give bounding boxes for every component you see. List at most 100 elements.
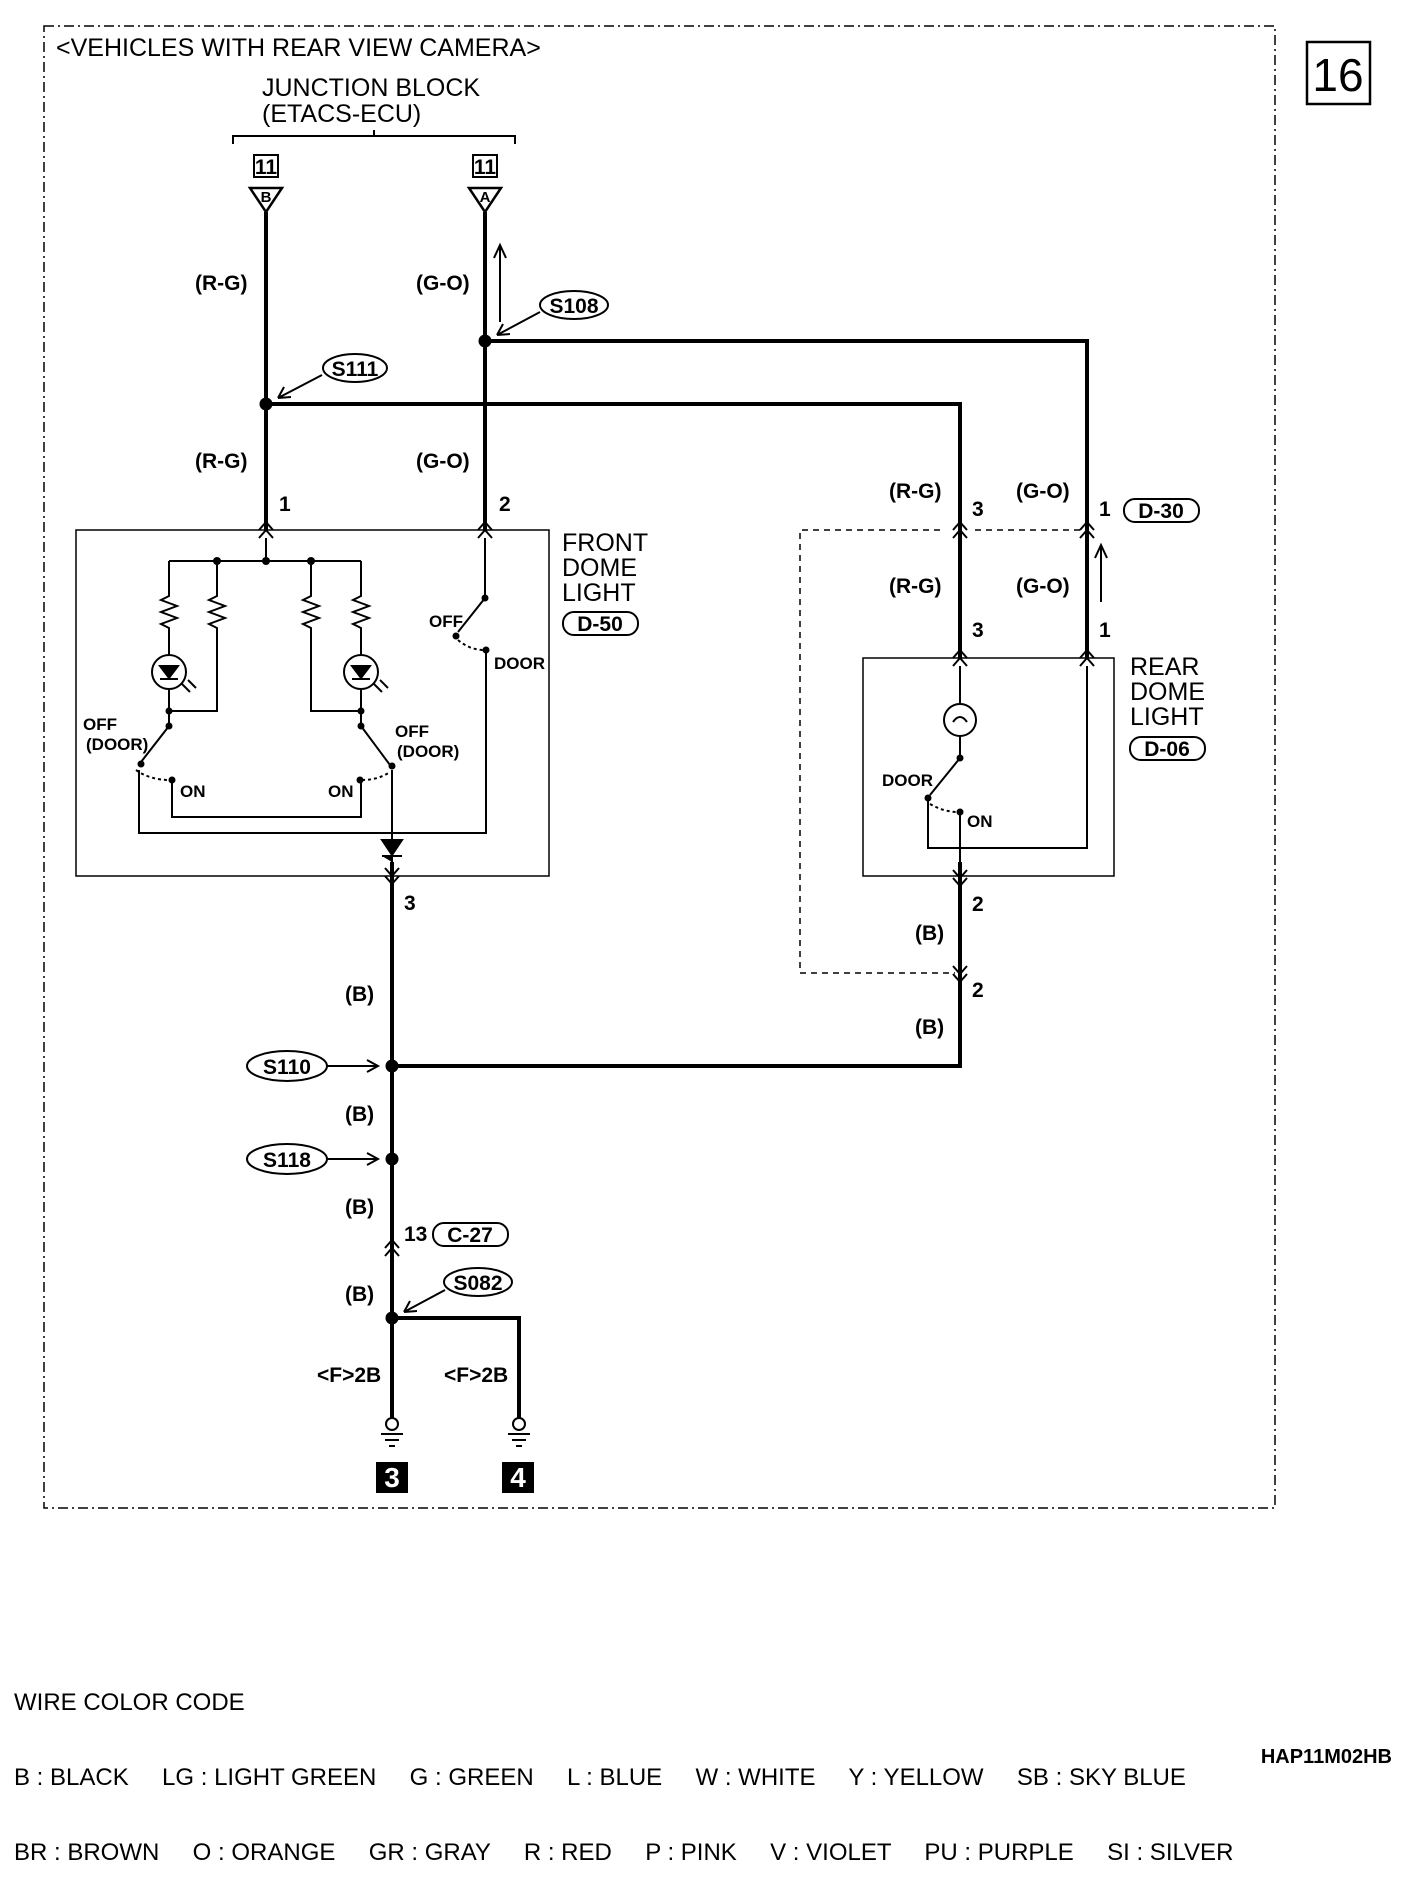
- splice-s111: S111: [259, 353, 388, 411]
- wire-label-b: (B): [345, 983, 374, 1006]
- rear-dome-circuit: [924, 666, 1088, 862]
- front-dome-light-box: [75, 529, 550, 877]
- junction-block-bracket: [232, 130, 516, 144]
- wire-label-go: (G-O): [1016, 575, 1070, 598]
- svg-text:4: 4: [510, 1462, 526, 1493]
- connector-pin-icon: [384, 867, 400, 886]
- svg-text:C-27: C-27: [447, 1224, 493, 1247]
- current-arrow-icon: [1094, 542, 1108, 602]
- front-switch-door: DOOR: [494, 654, 545, 673]
- wire-label-rg: (R-G): [195, 450, 247, 473]
- wire-label-b: (B): [345, 1196, 374, 1219]
- front-dome-title: FRONT: [562, 529, 648, 557]
- svg-text:11: 11: [255, 156, 278, 179]
- front-dome-title: LIGHT: [562, 579, 636, 607]
- splice-s110: S110: [246, 1050, 399, 1082]
- front-left-switch-on: ON: [180, 782, 206, 801]
- ground-icon: [381, 1417, 403, 1447]
- svg-text:D-06: D-06: [1144, 738, 1190, 761]
- front-left-switch-off: OFF: [83, 715, 117, 734]
- wire-label-b: (B): [915, 1016, 944, 1039]
- front-dome-circuit: [135, 538, 490, 862]
- svg-text:D-30: D-30: [1138, 500, 1184, 523]
- wire-label-rg: (R-G): [889, 480, 941, 503]
- junction-block-title: JUNCTION BLOCK: [262, 74, 480, 102]
- connector-pin-icon: [384, 1238, 400, 1257]
- wire-label-rg: (R-G): [889, 575, 941, 598]
- wiring-diagram: 16 <VEHICLES WITH REAR VIEW CAMERA> JUNC…: [43, 25, 1372, 1509]
- ground-location: <F>2B: [317, 1364, 381, 1387]
- wire-label-b: (B): [345, 1283, 374, 1306]
- splice-s108: S108: [478, 290, 609, 348]
- frame-title: <VEHICLES WITH REAR VIEW CAMERA>: [56, 34, 541, 62]
- svg-text:S082: S082: [453, 1272, 502, 1295]
- rear-dome-pin3: 3: [972, 619, 984, 642]
- svg-text:S111: S111: [332, 358, 379, 381]
- rear-switch-door: DOOR: [882, 771, 933, 790]
- d30-pin3: 3: [972, 498, 984, 521]
- d30-connector: D-30: [1123, 498, 1200, 523]
- svg-text:3: 3: [384, 1462, 400, 1493]
- rear-switch-on: ON: [967, 812, 993, 831]
- connector-pin-icon: [952, 869, 968, 888]
- legend-row: B : BLACK LG : LIGHT GREEN G : GREEN L :…: [14, 1764, 1186, 1791]
- c27-connector: C-27: [432, 1222, 509, 1247]
- page-number-box: [1305, 40, 1372, 106]
- svg-text:B: B: [261, 189, 272, 206]
- front-left-switch-door: (DOOR): [86, 735, 148, 754]
- connector-pin-icon: [952, 965, 968, 984]
- svg-text:S110: S110: [263, 1056, 311, 1079]
- splice-s082: S082: [385, 1267, 513, 1325]
- connector-pin-icon: [1079, 648, 1095, 667]
- jb-connector-b: 11 B: [247, 154, 285, 215]
- svg-text:S118: S118: [263, 1149, 311, 1172]
- front-dome-pin1: 1: [279, 493, 291, 516]
- rear-dome-title: LIGHT: [1130, 703, 1204, 731]
- main-wires: [264, 212, 1089, 1418]
- legend-row: BR : BROWN O : ORANGE GR : GRAY R : RED …: [14, 1839, 1234, 1866]
- wire-label-go: (G-O): [1016, 480, 1070, 503]
- ground-icon: [508, 1417, 530, 1447]
- front-right-switch-door: (DOOR): [397, 742, 459, 761]
- d30-pin1: 1: [1099, 498, 1111, 521]
- svg-text:A: A: [480, 189, 491, 206]
- front-right-switch-off: OFF: [395, 722, 429, 741]
- ground-location: <F>2B: [444, 1364, 508, 1387]
- front-dome-pin2: 2: [499, 493, 511, 516]
- front-dome-connector: D-50: [562, 611, 639, 636]
- svg-text:S108: S108: [549, 295, 598, 318]
- wire-label-b: (B): [345, 1103, 374, 1126]
- connector-pin-icon: [952, 520, 968, 539]
- front-dome-title: DOME: [562, 554, 637, 582]
- ground-number-badge: 4: [502, 1462, 534, 1493]
- connector-pin-icon: [1079, 520, 1095, 539]
- junction-block-subtitle: (ETACS-ECU): [262, 100, 421, 128]
- page-number: 16: [1312, 49, 1363, 101]
- ground-number-badge: 3: [376, 1462, 408, 1493]
- rear-dome-light-box: [862, 657, 1115, 877]
- jb-connector-a: 11 A: [466, 154, 504, 215]
- svg-text:D-50: D-50: [577, 613, 623, 636]
- rear-dome-pin1: 1: [1099, 619, 1111, 642]
- diagram-frame: [43, 25, 1276, 1509]
- front-right-switch-on: ON: [328, 782, 354, 801]
- rear-dome-connector: D-06: [1129, 736, 1206, 761]
- current-arrow-icon: [493, 242, 507, 322]
- drawing-code: HAP11M02HB: [1260, 1746, 1392, 1768]
- wire-color-legend: WIRE COLOR CODE B : BLACK LG : LIGHT GRE…: [14, 1640, 1233, 1890]
- front-switch-off: OFF: [429, 612, 463, 631]
- wire-label-go: (G-O): [416, 450, 470, 473]
- wire-label-go: (G-O): [416, 272, 470, 295]
- rear-dome-pin2: 2: [972, 893, 984, 916]
- rear-dome-title: REAR: [1130, 653, 1199, 681]
- c27-pin: 13: [404, 1223, 427, 1246]
- front-dome-pin3: 3: [404, 892, 416, 915]
- wire-label-rg: (R-G): [195, 272, 247, 295]
- connector-pin-icon: [952, 648, 968, 667]
- d30-pin2: 2: [972, 979, 984, 1002]
- svg-text:11: 11: [474, 156, 497, 179]
- wire-label-b: (B): [915, 922, 944, 945]
- splice-s118: S118: [246, 1143, 399, 1175]
- legend-title: WIRE COLOR CODE: [14, 1689, 245, 1716]
- d30-outline: [799, 529, 955, 974]
